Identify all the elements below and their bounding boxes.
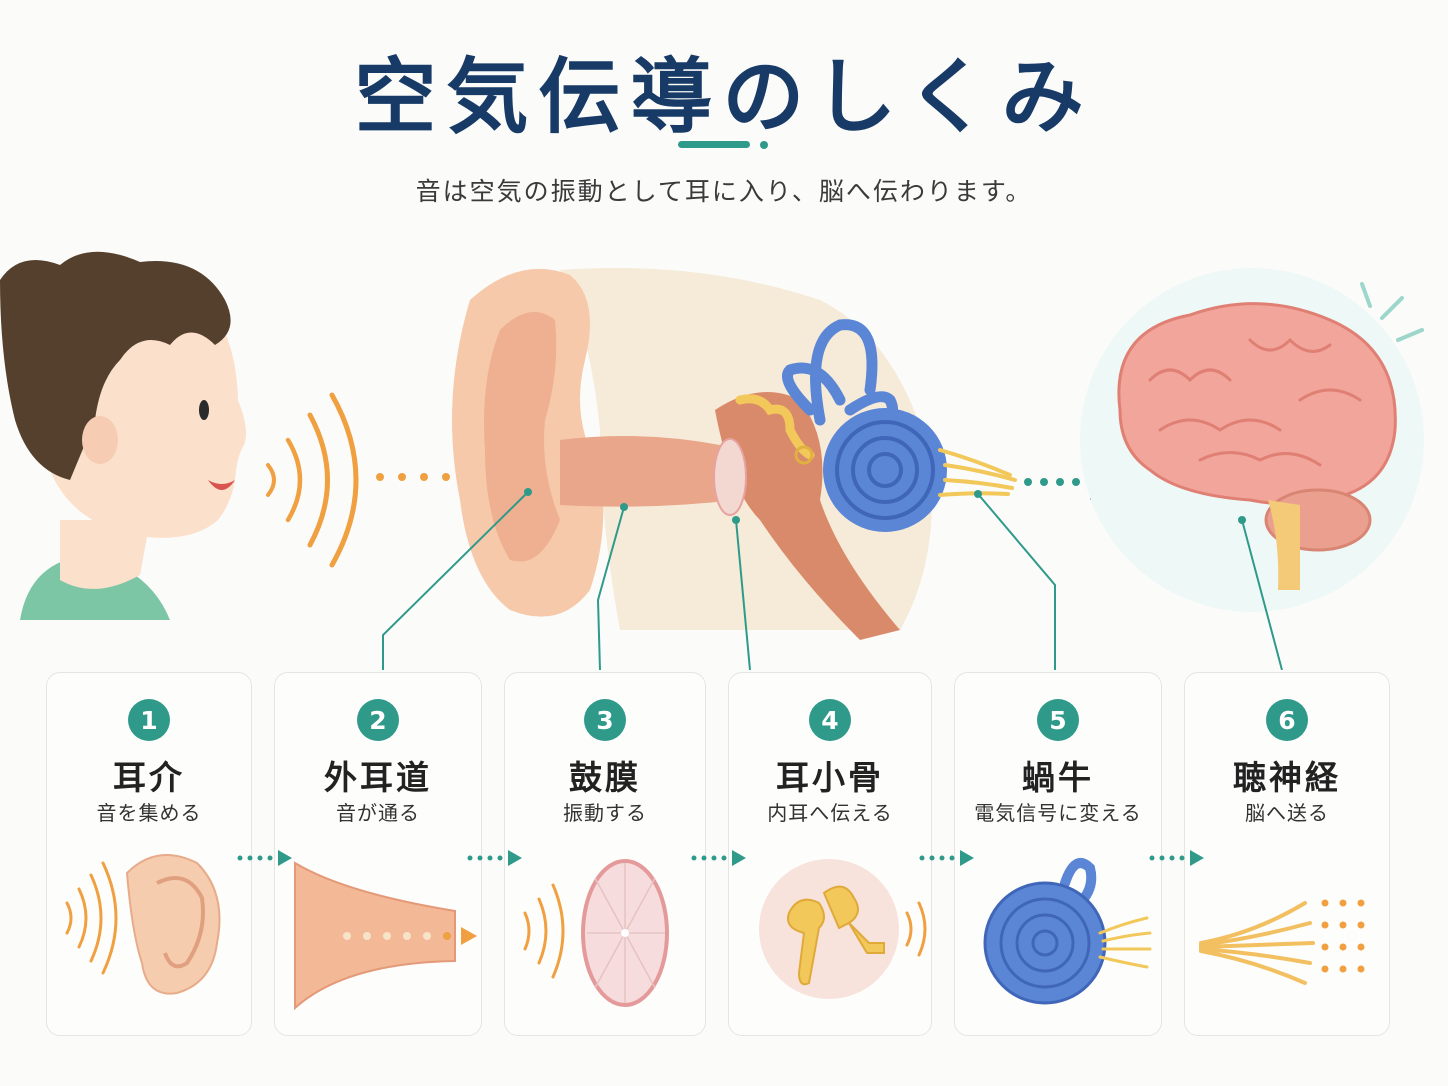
step-name: 聴神経 [1233, 758, 1341, 797]
title-underline-dot [760, 141, 768, 149]
step-description: 振動する [563, 801, 647, 825]
step-number-badge: 2 [357, 699, 399, 741]
sound-waves-icon [266, 392, 359, 568]
step-name: 鼓膜 [569, 758, 641, 797]
step-description: 音を集める [96, 801, 202, 825]
brain-illustration [1080, 268, 1424, 612]
leader-lines [382, 491, 1283, 670]
step-name: 耳小骨 [776, 758, 884, 797]
ear-cross-section-illustration [452, 268, 1017, 640]
step-number-badge: 6 [1266, 699, 1308, 741]
eardrum-icon [523, 859, 669, 1007]
ear-canal-icon [294, 861, 477, 1011]
title-underline [678, 141, 750, 148]
step-card-4: 4 耳小骨 内耳へ伝える [728, 672, 932, 1036]
step-card-2: 2 外耳道 音が通る [274, 672, 482, 1036]
step-description: 音が通る [336, 801, 420, 825]
step-number-badge: 5 [1037, 699, 1079, 741]
step-number-badge: 3 [584, 699, 626, 741]
subtitle: 音は空気の振動として耳に入り、脳へ伝わります。 [415, 177, 1033, 206]
ear-scene-illustration [0, 251, 1424, 670]
step-description: 内耳へ伝える [767, 801, 893, 825]
step-card-1: 1 耳介 音を集める [46, 672, 252, 1036]
step-description: 脳へ送る [1245, 801, 1329, 825]
step-name: 外耳道 [324, 758, 432, 797]
step-name: 耳介 [113, 758, 185, 797]
auditory-nerve-icon [1199, 899, 1365, 985]
step-card-3: 3 鼓膜 振動する [504, 672, 706, 1036]
step-card-5: 5 蝸牛 電気信号に変える [954, 672, 1162, 1036]
step-number-badge: 4 [809, 699, 851, 741]
boy-illustration [0, 251, 247, 620]
pinna-icon [65, 854, 221, 995]
step-name: 蝸牛 [1022, 758, 1094, 797]
step-description: 電気信号に変える [974, 801, 1142, 825]
ossicles-icon [759, 859, 927, 999]
page-title: 空気伝導のしくみ [354, 50, 1094, 145]
step-card-6: 6 聴神経 脳へ送る [1184, 672, 1390, 1036]
step-number-badge: 1 [128, 699, 170, 741]
cochlea-icon [983, 858, 1152, 1005]
